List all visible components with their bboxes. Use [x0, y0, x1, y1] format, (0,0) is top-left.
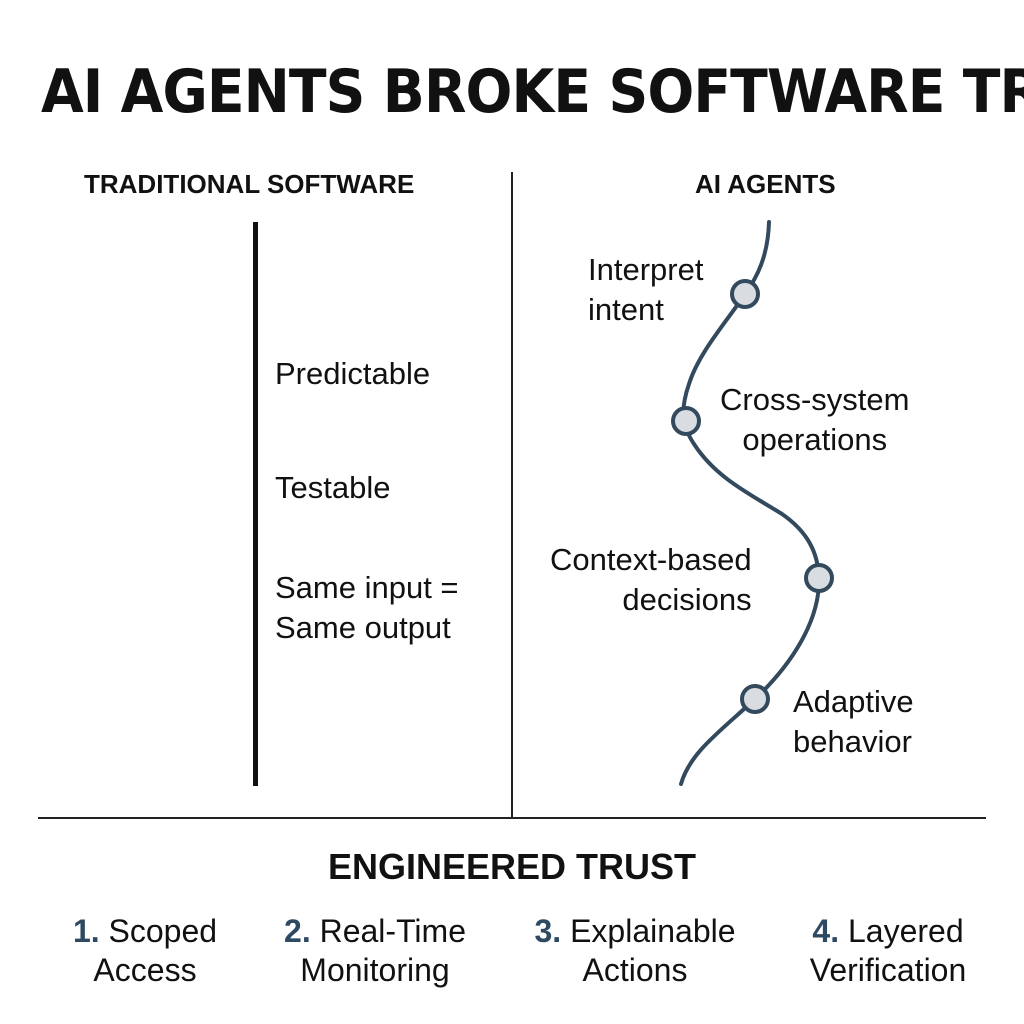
page-title: AI AGENTS BROKE SOFTWARE TRUST [40, 57, 1024, 127]
agent-item-line: behavior [793, 724, 912, 759]
traditional-software-heading: TRADITIONAL SOFTWARE [84, 169, 415, 199]
ai-agents-heading: AI AGENTS [695, 169, 836, 199]
pillar-line: Monitoring [300, 952, 450, 988]
pillar-line: Real-Time [319, 913, 466, 949]
traditional-item-line: Testable [275, 470, 391, 505]
engineered-trust-heading: ENGINEERED TRUST [327, 846, 697, 887]
vertical-divider [511, 172, 513, 818]
traditional-item-predictable: Predictable [275, 354, 430, 394]
agent-item-context-based: Context-based decisions [550, 540, 752, 620]
straight-line-bar [253, 222, 258, 786]
traditional-item-line: Predictable [275, 356, 431, 391]
traditional-item-testable: Testable [275, 468, 390, 508]
pillar-number: 2. [284, 913, 311, 949]
pillar-line: Layered [847, 913, 964, 949]
trust-pillar-scoped-access: 1. Scoped Access [40, 912, 250, 990]
pillar-line: Access [93, 952, 197, 988]
trust-pillar-explainable-actions: 3. Explainable Actions [512, 912, 758, 990]
pillar-number: 3. [534, 913, 562, 949]
agent-item-line: Adaptive [793, 684, 914, 719]
pillar-number: 4. [812, 913, 840, 949]
traditional-item-line: Same input = [275, 570, 459, 605]
trust-pillar-real-time-monitoring: 2. Real-Time Monitoring [262, 912, 488, 990]
horizontal-divider [38, 817, 986, 819]
path-node [730, 279, 760, 309]
pillar-line: Scoped [108, 913, 218, 949]
path-node [740, 684, 770, 714]
pillar-number: 1. [72, 913, 100, 949]
path-node [804, 563, 834, 593]
pillar-line: Verification [809, 952, 967, 988]
path-node [671, 406, 701, 436]
agent-item-line: Cross-system [720, 382, 910, 417]
agent-item-line: intent [588, 292, 664, 327]
trust-pillar-layered-verification: 4. Layered Verification [778, 912, 998, 990]
agent-item-cross-system: Cross-system operations [720, 380, 909, 460]
traditional-item-line: Same output [275, 610, 451, 645]
agent-item-interpret-intent: Interpret intent [588, 250, 703, 330]
agent-item-line: Context-based [550, 542, 752, 577]
agent-item-line: decisions [622, 582, 752, 617]
agent-item-adaptive: Adaptive behavior [793, 682, 914, 762]
pillar-line: Explainable [570, 913, 736, 949]
agent-item-line: operations [742, 422, 888, 457]
pillar-line: Actions [582, 952, 688, 988]
agent-item-line: Interpret [588, 252, 704, 287]
traditional-item-same-input: Same input = Same output [275, 568, 459, 648]
